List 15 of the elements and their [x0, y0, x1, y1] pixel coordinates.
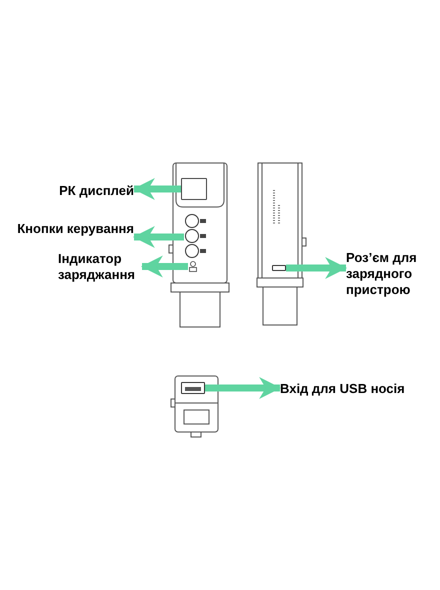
arrow [132, 178, 181, 200]
arrow [286, 257, 348, 279]
callout-label: Вхід для USB носія [280, 381, 406, 397]
usb-port [181, 382, 205, 394]
arrow [140, 256, 188, 278]
charging-port [272, 265, 286, 271]
callout-label: Роз’єм для зарядного пристрою [346, 250, 418, 298]
callout-label: Кнопки керування [16, 221, 134, 237]
callout-label: Індикатор заряджання [58, 251, 136, 283]
arrow [132, 226, 184, 248]
callout-label: РК дисплей [58, 183, 134, 199]
control-buttons [184, 214, 208, 260]
indicator-light [188, 261, 198, 272]
display-screen [181, 178, 207, 200]
arrow [205, 377, 282, 399]
